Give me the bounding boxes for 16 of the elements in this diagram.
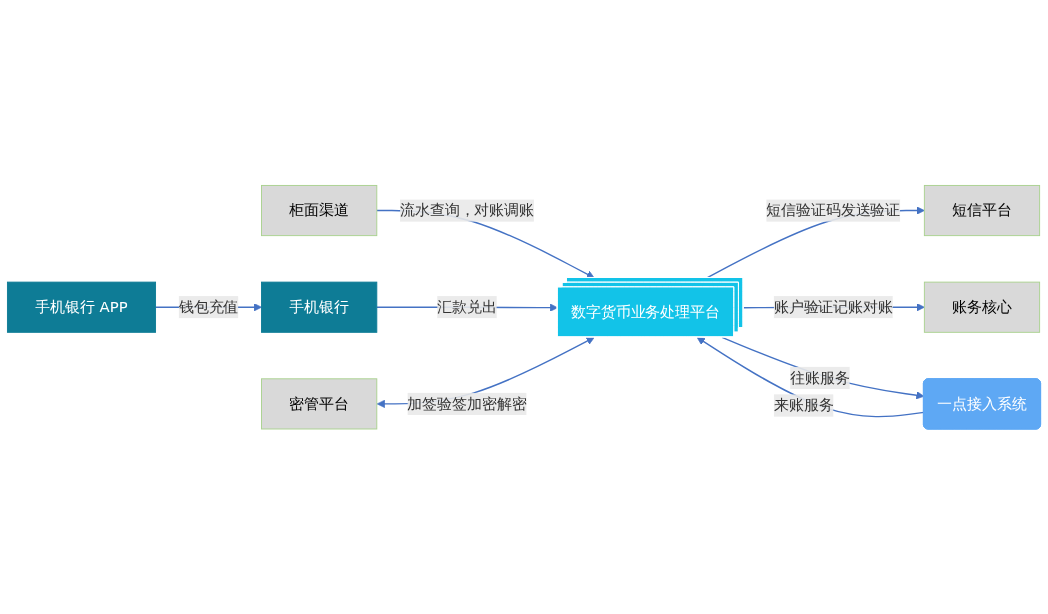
edge-label: 账户验证记账对账 — [773, 297, 893, 316]
node-box: 柜面渠道 — [261, 184, 378, 236]
arrow — [696, 336, 925, 418]
node-box: 账务核心 — [923, 281, 1041, 333]
node-box: 短信平台 — [923, 184, 1041, 236]
edge-label: 加签验签加密解密 — [407, 394, 527, 413]
edge-label: 短信验证码发送验证 — [766, 201, 901, 219]
edge-label: 往账服务 — [790, 368, 850, 387]
edge-label: 流水查询，对账调账 — [400, 201, 534, 219]
edge-label: 钱包充值 — [178, 297, 239, 316]
edge-label: 汇款兑出 — [437, 297, 497, 316]
node-box: 密管平台 — [261, 378, 378, 430]
node-box: 手机银行 APP — [6, 281, 156, 333]
edge-label: 来账服务 — [773, 395, 834, 414]
node-box: 手机银行 — [261, 281, 378, 333]
arrow — [721, 336, 925, 400]
